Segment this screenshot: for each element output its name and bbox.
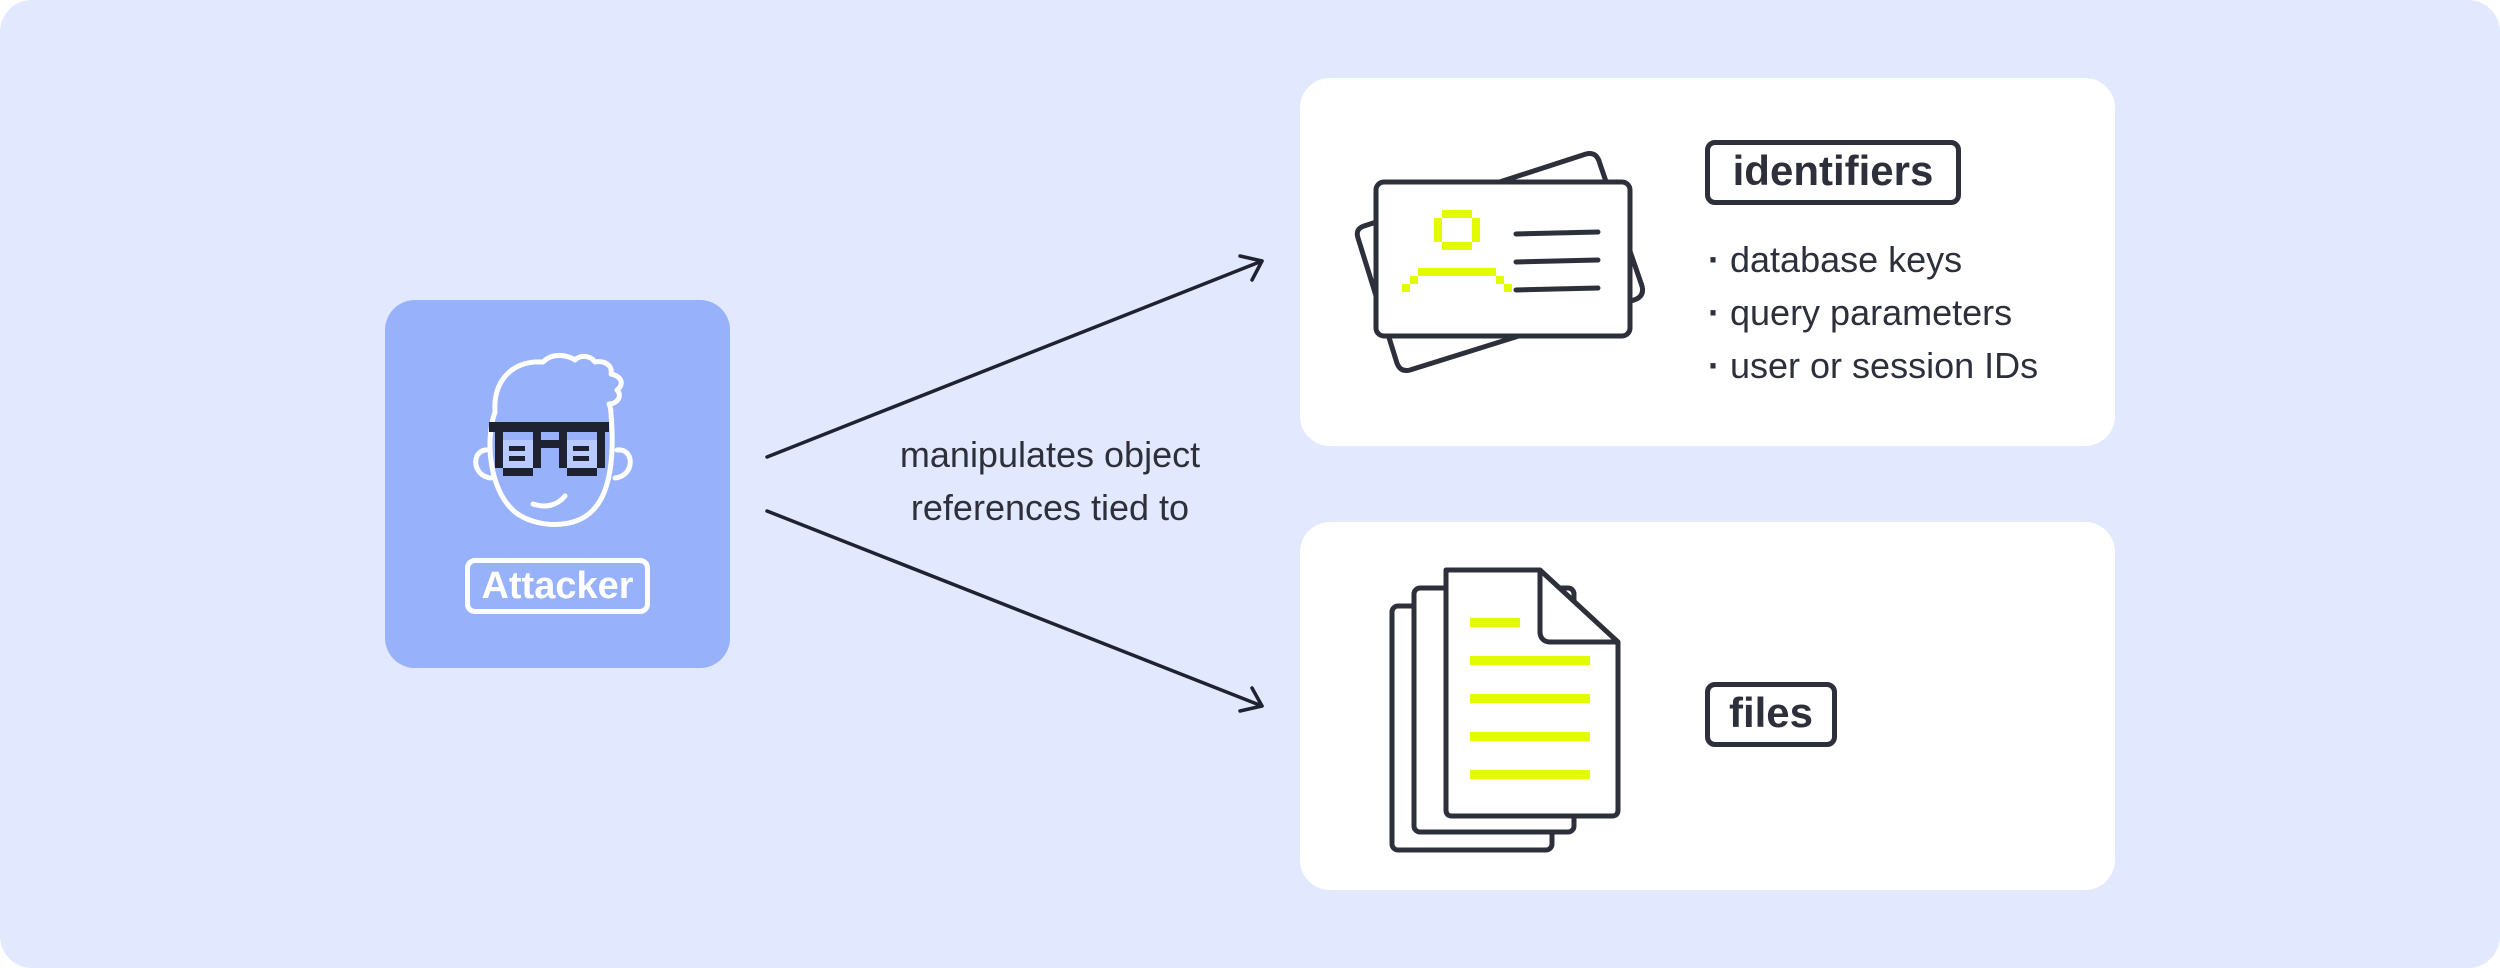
hacker-avatar-icon <box>473 352 633 527</box>
arrow-to-identifiers <box>765 254 1264 459</box>
attacker-card: Attacker <box>385 300 730 668</box>
id-card-icon <box>1354 151 1645 373</box>
bullet-item: user or session IDs <box>1708 339 2038 392</box>
connector-label-line2: references tied to <box>910 487 1190 528</box>
files-tag: files <box>1705 682 1837 747</box>
attacker-label: Attacker <box>465 558 650 614</box>
identifiers-bullet-list: database keys query parameters user or s… <box>1708 233 2038 392</box>
connector-label-line1: manipulates object <box>899 434 1201 475</box>
files-card: files <box>1300 522 2115 890</box>
arrow-to-files <box>765 509 1264 713</box>
identifiers-tag: identifiers <box>1705 140 1961 205</box>
documents-stack-icon <box>1389 567 1621 853</box>
identifiers-card: identifiers database keys query paramete… <box>1300 78 2115 446</box>
connector-label: manipulates object references tied to <box>830 428 1270 534</box>
bullet-item: query parameters <box>1708 286 2038 339</box>
bullet-item: database keys <box>1708 233 2038 286</box>
